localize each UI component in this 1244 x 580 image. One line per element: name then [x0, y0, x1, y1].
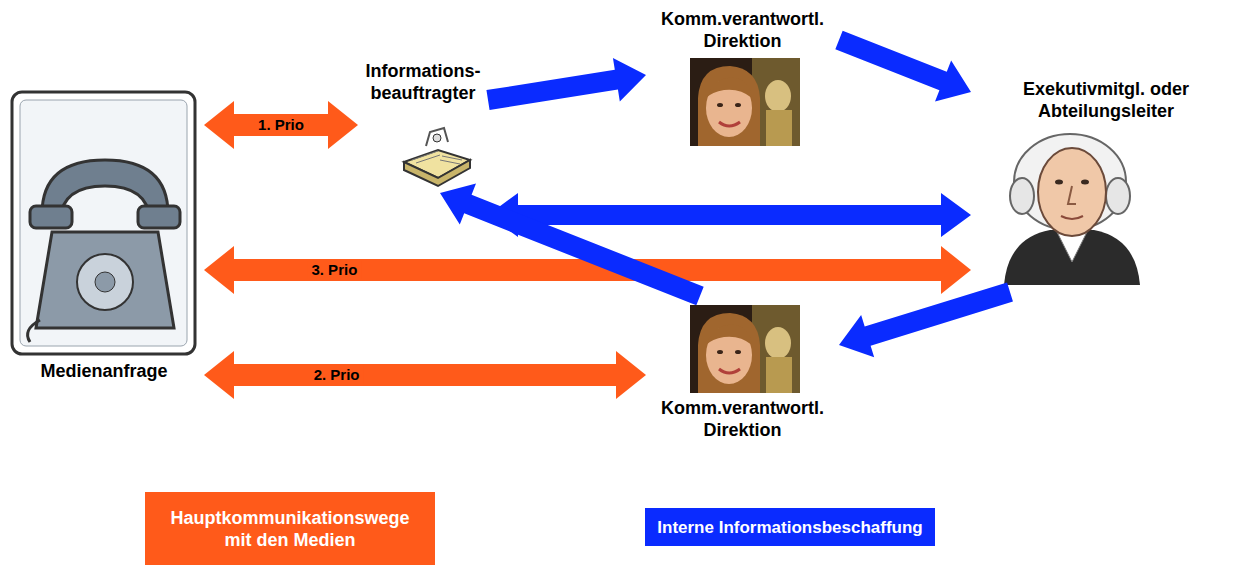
telephone-icon	[12, 92, 195, 354]
executive-node: Exekutivmitgl. oder Abteilungsleiter	[975, 78, 1237, 288]
book-icon	[412, 151, 462, 164]
comm-direction-node: Komm.verantwortl. Direktion	[650, 300, 835, 441]
telephone-icon	[20, 100, 187, 346]
portrait-icon	[1004, 230, 1140, 285]
telephone-icon	[77, 254, 133, 310]
portrait-icon	[1081, 180, 1089, 185]
photo-icon	[690, 58, 800, 146]
portrait-icon	[1038, 148, 1106, 236]
book-icon	[404, 160, 470, 186]
portrait-icon	[1004, 134, 1140, 285]
portrait-icon	[1055, 180, 1063, 185]
connector-arrow	[204, 351, 646, 399]
media-request-node: Medienanfrage	[8, 88, 200, 382]
node-label: Medienanfrage	[8, 360, 200, 382]
node-label: Komm.verantwortl. Direktion	[650, 8, 835, 52]
priority-label: 3. Prio	[307, 261, 361, 279]
telephone-icon	[28, 320, 40, 342]
book-icon	[433, 134, 441, 142]
node-label: Exekutivmitgl. oder Abteilungsleiter	[975, 78, 1237, 122]
telephone-icon	[36, 232, 174, 328]
legend-label: Interne Informationsbeschaffung	[657, 517, 922, 538]
telephone-icon	[95, 272, 115, 292]
legend-swatch: Hauptkommunikationswege mit den Medien	[145, 492, 435, 565]
legend-swatch: Interne Informationsbeschaffung	[645, 508, 935, 546]
portrait-icon	[1106, 178, 1130, 214]
connector-arrow	[839, 282, 1013, 357]
priority-label: 1. Prio	[254, 116, 308, 134]
info-officer-node: Informations- beauftragter	[362, 60, 484, 189]
priority-label: 2. Prio	[310, 366, 364, 384]
portrait-icon	[1061, 216, 1083, 219]
node-label: Informations- beauftragter	[362, 60, 484, 104]
connector-arrow	[440, 184, 704, 306]
portrait-icon	[1068, 186, 1076, 204]
comm-direction-node: Komm.verantwortl. Direktion	[650, 8, 835, 147]
node-label: Komm.verantwortl. Direktion	[650, 397, 835, 441]
connector-arrow	[835, 31, 971, 102]
telephone-icon	[30, 206, 72, 228]
photo-icon	[690, 305, 800, 393]
telephone-icon	[12, 92, 195, 354]
book-icon	[404, 128, 470, 186]
connector-arrow	[204, 101, 358, 149]
book-icon	[426, 128, 448, 146]
connector-arrow	[486, 58, 646, 110]
legend-label: Hauptkommunikationswege mit den Medien	[163, 507, 417, 551]
portrait-icon	[1010, 178, 1034, 214]
telephone-icon	[138, 206, 180, 228]
